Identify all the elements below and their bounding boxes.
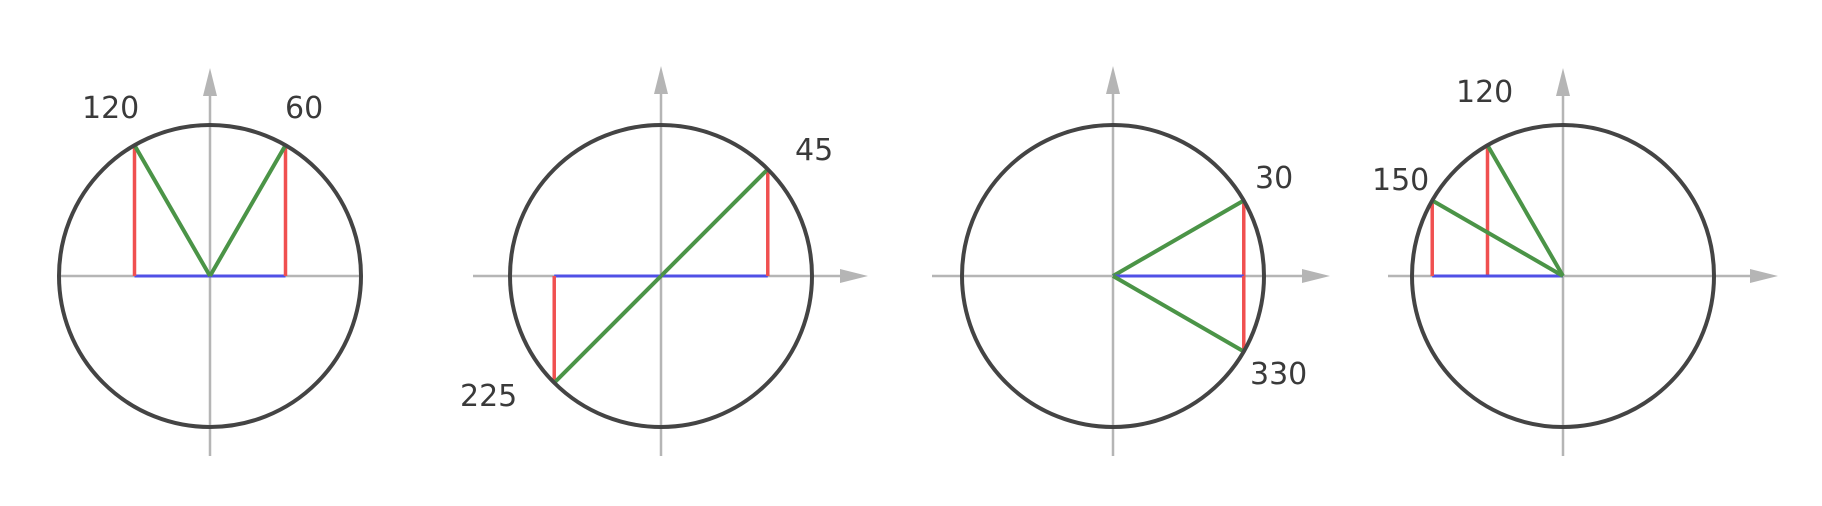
- unit-circle: [960, 123, 1266, 429]
- unit-circle: [508, 123, 814, 429]
- angle-label-330: 330: [1250, 357, 1307, 392]
- x-axis-arrow-icon: [1750, 269, 1778, 283]
- unit-circle-120-150: 120 150: [1372, 68, 1778, 456]
- unit-circle-45-225: 45 225: [460, 66, 868, 456]
- radius-330: [1111, 274, 1245, 354]
- radius-60: [208, 144, 288, 277]
- unit-circle-30-330: 30 330: [932, 66, 1330, 456]
- angle-label-30: 30: [1255, 161, 1293, 196]
- angle-label-150: 150: [1372, 163, 1429, 198]
- radius-45: [659, 167, 770, 278]
- unit-circle: [57, 123, 363, 429]
- angle-label-45: 45: [795, 133, 833, 168]
- radius-225: [552, 274, 663, 385]
- angle-label-60: 60: [285, 91, 323, 126]
- unit-circle-120-60: 120 60: [57, 68, 363, 456]
- y-axis-arrow-icon: [1556, 68, 1570, 96]
- radius-120: [132, 144, 212, 277]
- unit-circle: [1410, 123, 1716, 429]
- y-axis-arrow-icon: [203, 68, 217, 96]
- y-axis-arrow-icon: [654, 66, 668, 94]
- radius-150: [1431, 198, 1565, 278]
- angle-label-120: 120: [82, 91, 139, 126]
- radius-30: [1111, 198, 1245, 278]
- angle-label-120: 120: [1456, 75, 1513, 110]
- y-axis-arrow-icon: [1106, 66, 1120, 94]
- x-axis-arrow-icon: [1302, 269, 1330, 283]
- radius-120: [1485, 144, 1565, 277]
- angle-label-225: 225: [460, 379, 517, 414]
- x-axis-arrow-icon: [840, 269, 868, 283]
